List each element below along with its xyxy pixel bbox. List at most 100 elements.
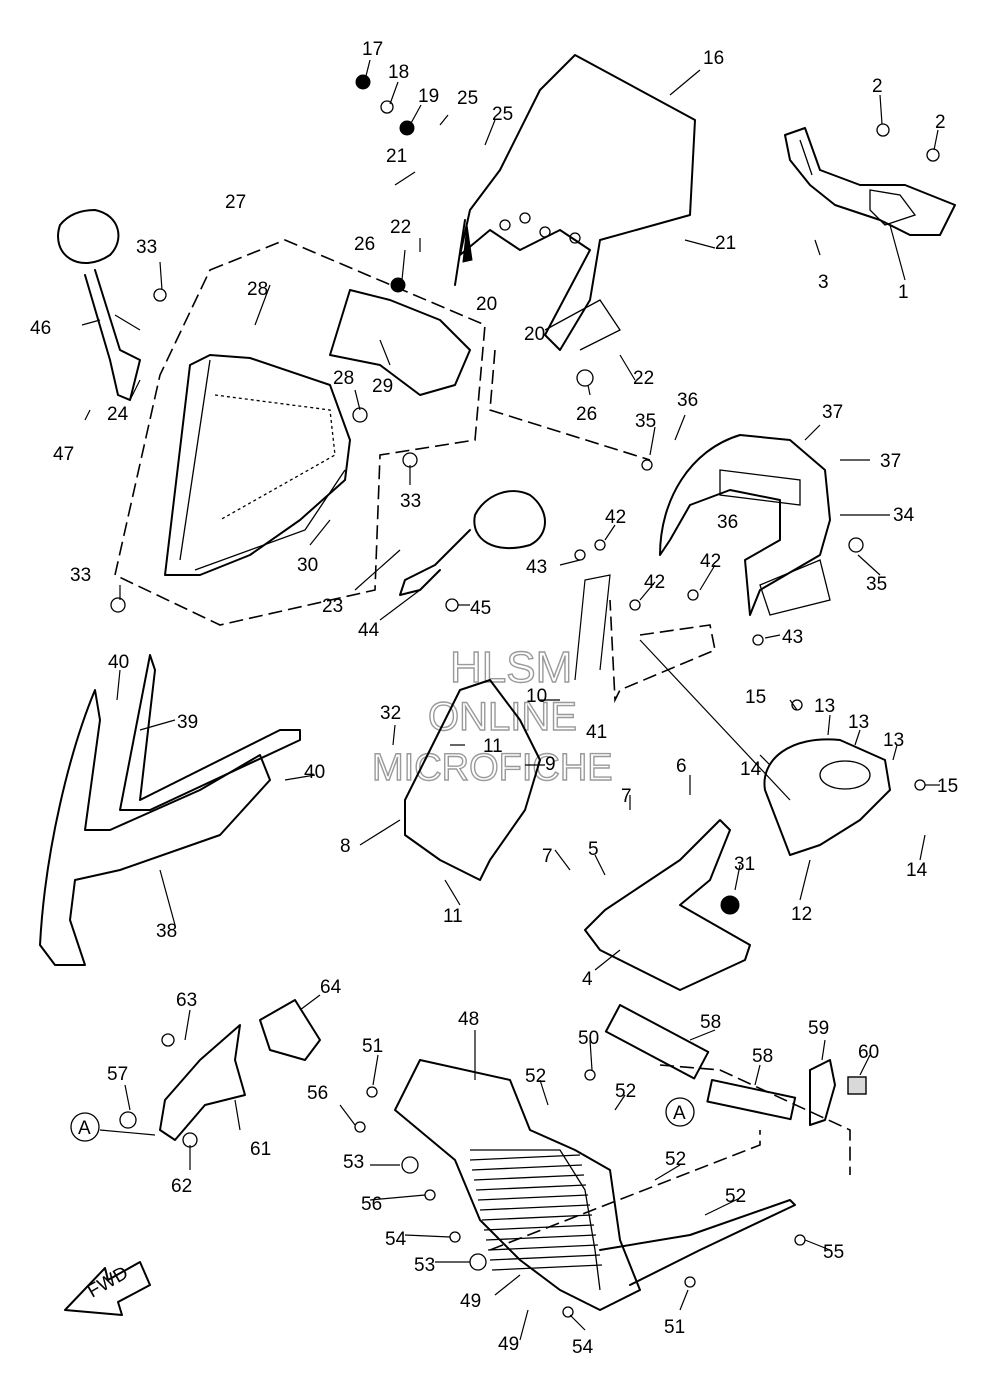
callout-43-2: 43 [782,627,803,648]
callout-2-2: 2 [935,112,946,133]
callout-25-2: 25 [492,104,513,125]
callout-54-2: 54 [572,1337,594,1358]
callout-11: 11 [483,736,503,757]
callout-38: 38 [156,921,177,942]
callout-52: 52 [525,1066,546,1087]
callout-58-2: 58 [752,1046,773,1067]
callout-35: 35 [635,411,656,432]
callout-61: 61 [250,1139,271,1160]
bracket-64 [259,999,321,1061]
watermark-line1: HLSM [450,643,572,692]
relation-line-5 [639,639,791,801]
callout-6: 6 [676,756,687,777]
callout-40: 40 [108,652,129,673]
side-cowling-left [39,654,301,966]
callout-42: 42 [605,507,626,528]
callout-3: 3 [818,272,829,293]
callout-13-2: 13 [848,712,869,733]
callout-13: 13 [814,696,835,717]
callout-59: 59 [808,1018,829,1039]
callout-20: 20 [476,294,497,315]
callout-21-2: 21 [715,233,736,254]
mirror-right [399,490,546,596]
pad-60 [847,1076,867,1095]
callout-36-2: 36 [717,512,738,533]
fwd-label: FWD [84,1263,132,1303]
relation-line-6 [574,574,611,681]
callout-52-4: 52 [725,1186,746,1207]
meter-bracket [784,127,956,236]
callout-48: 48 [458,1009,479,1030]
callout-53-2: 53 [414,1255,435,1276]
callout-51: 51 [362,1036,383,1057]
callout-57: 57 [107,1064,128,1085]
callout-36: 36 [677,390,698,411]
callout-52-2: 52 [615,1081,636,1102]
callout-14: 14 [740,759,762,780]
callout-29: 29 [372,376,393,397]
inner-panel [329,289,471,396]
callout-31: 31 [734,854,755,875]
callout-10: 10 [526,686,547,707]
callout-52-3: 52 [665,1149,686,1170]
callout-11-2: 11 [443,906,463,927]
callout-28: 28 [247,279,268,300]
relation-line-3 [659,1064,851,1175]
callout-49: 49 [460,1291,481,1312]
svg-text:A: A [673,1103,686,1124]
callout-7-2: 7 [542,846,553,867]
callout-51-2: 51 [664,1317,685,1338]
mirror-left [57,209,141,401]
callout-27: 27 [225,192,246,213]
callout-33-2: 33 [400,491,421,512]
callout-19: 19 [418,86,439,107]
callout-14-2: 14 [906,860,928,881]
watermark-line2: ONLINE [428,695,577,739]
callout-13-3: 13 [883,730,904,751]
inner-cowling [659,434,831,616]
callout-1: 1 [898,282,909,303]
callout-50: 50 [578,1028,599,1049]
callout-56-2: 56 [361,1194,382,1215]
side-panel [404,679,541,881]
callout-20-2: 20 [524,324,545,345]
watermark: HLSM ONLINE MICROFICHE [371,642,613,789]
windscreen [454,54,696,351]
callout-33: 33 [136,237,157,258]
callout-41: 41 [586,722,607,743]
callout-28-2: 28 [333,368,354,389]
callout-32: 32 [380,703,401,724]
relation-line-1 [489,349,651,461]
strip-58-lower [706,1079,797,1121]
callout-34: 34 [893,505,915,526]
callout-53: 53 [343,1152,364,1173]
callout-18: 18 [388,62,409,83]
upper-cowling-group [114,239,486,626]
callout-54: 54 [385,1229,407,1250]
callout-63: 63 [176,990,197,1011]
callout-47: 47 [53,444,74,465]
callout-58: 58 [700,1012,721,1033]
reference-marker-a-right: A [665,1097,695,1127]
callout-7: 7 [621,786,632,807]
relation-line-2 [609,599,716,704]
callout-26: 26 [354,234,375,255]
fwd-arrow: FWD [64,1261,151,1316]
callout-49-2: 49 [498,1334,519,1355]
callout-21: 21 [386,146,407,167]
relation-line-4 [489,1130,761,1251]
callout-30: 30 [297,555,318,576]
callout-43: 43 [526,557,547,578]
svg-text:A: A [78,1118,91,1139]
callout-15: 15 [745,687,766,708]
callout-9: 9 [545,754,556,775]
callout-35-2: 35 [866,574,887,595]
callout-46: 46 [30,318,51,339]
under-panel [584,819,751,991]
callout-62: 62 [171,1176,192,1197]
callout-39: 39 [177,712,198,733]
callout-55: 55 [823,1242,844,1263]
lower-bracket [159,1024,246,1141]
